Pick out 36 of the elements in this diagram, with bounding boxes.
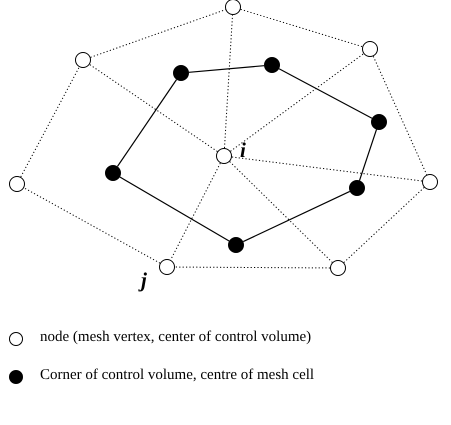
dotted-mesh-line (24, 187, 160, 264)
cell-corner-dot (264, 57, 280, 73)
dotted-mesh-line (90, 9, 226, 58)
cell-corner-dot (105, 165, 121, 181)
mesh-node (330, 260, 346, 276)
node-index-label: i (240, 140, 246, 161)
mesh-node (75, 52, 91, 68)
dotted-mesh-line (230, 53, 364, 152)
control-volume-edge (278, 68, 372, 119)
cell-corner-dot (228, 237, 244, 253)
dotted-mesh-line (231, 156, 423, 182)
mesh-node (225, 0, 241, 15)
dotted-mesh-line (240, 8, 363, 48)
control-volume-edge (117, 79, 177, 167)
mesh-node (422, 174, 438, 190)
mesh-node (9, 176, 25, 192)
control-volume-edge (120, 176, 230, 242)
legend-text: node (mesh vertex, center of control volume) (40, 329, 312, 346)
dotted-mesh-line (224, 14, 234, 149)
control-volume-edge (358, 129, 378, 181)
mesh-node (159, 259, 175, 275)
cell-corner-dot (173, 65, 189, 81)
dotted-mesh-line (89, 64, 218, 152)
dotted-mesh-line (170, 162, 221, 260)
dotted-mesh-line (343, 186, 425, 264)
control-volume-edge (188, 65, 264, 73)
cell-corner-dot (349, 180, 365, 196)
control-volume-edge (242, 190, 350, 242)
dotted-mesh-line (372, 56, 428, 176)
mesh-node (362, 41, 378, 57)
dotted-mesh-line (20, 66, 80, 178)
mesh-node (216, 148, 232, 164)
legend-text: Corner of control volume, centre of mesh cell (40, 367, 314, 384)
dotted-mesh-line (229, 161, 333, 263)
cell-corner-dot (371, 114, 387, 130)
dotted-mesh-line (174, 266, 330, 268)
